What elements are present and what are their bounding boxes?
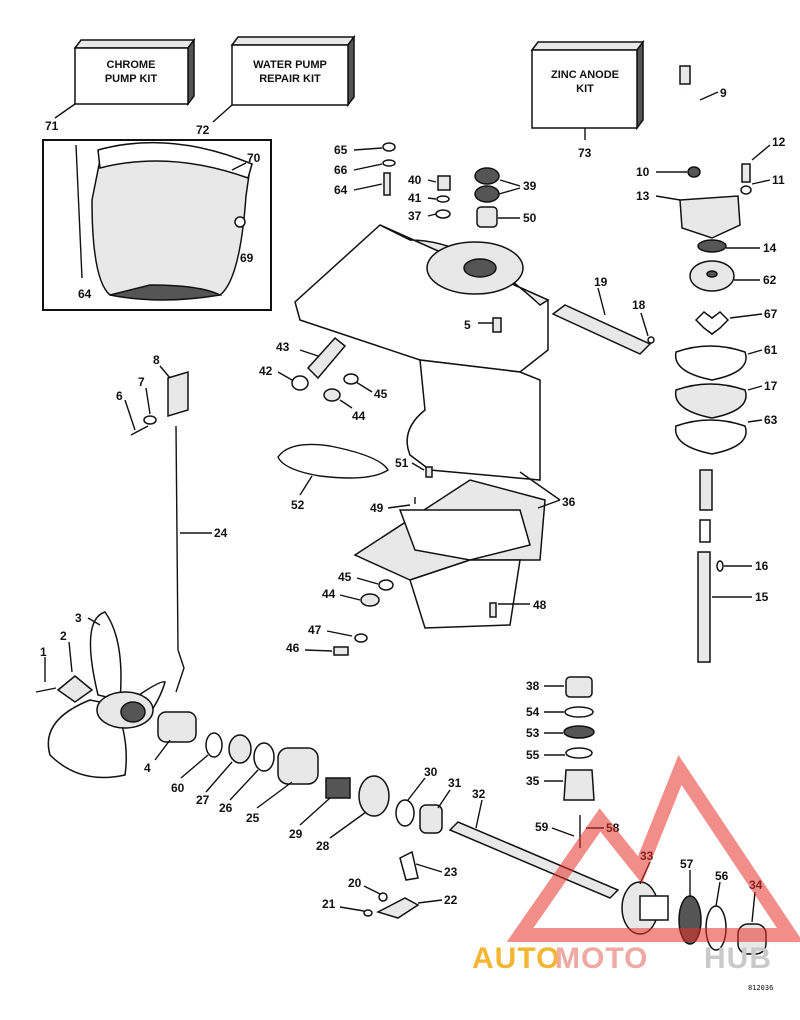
callout-62: 62 (763, 273, 777, 287)
callout-14: 14 (763, 241, 777, 255)
drawing-code: 812036 (748, 984, 773, 992)
callout-53: 53 (526, 726, 540, 740)
pinion-stack (563, 676, 595, 848)
water-pump-stack (674, 65, 752, 663)
callout-24: 24 (214, 526, 228, 540)
callout-44-upper: 44 (352, 409, 366, 423)
shift-lever (363, 850, 420, 919)
callout-60: 60 (171, 781, 185, 795)
callout-48: 48 (533, 598, 547, 612)
kit-box-chrome-pump: CHROME PUMP KIT (73, 37, 196, 107)
kit-water-pump-line1: WATER PUMP (253, 59, 327, 71)
callout-18: 18 (632, 298, 646, 312)
callout-45-lower: 45 (338, 570, 352, 584)
callout-31: 31 (448, 776, 462, 790)
watermark-hub: HUB (704, 942, 772, 975)
kit-box-water-pump: WATER PUMP REPAIR KIT (230, 34, 356, 108)
callout-40: 40 (408, 173, 422, 187)
shift-rod (130, 370, 189, 693)
parts-42-45 (291, 336, 359, 402)
callout-22: 22 (444, 893, 458, 907)
callout-23: 23 (444, 865, 458, 879)
callout-5: 5 (464, 318, 471, 332)
callout-21: 21 (322, 897, 336, 911)
callout-28: 28 (316, 839, 330, 853)
anode-plate (551, 304, 655, 355)
callout-71: 71 (45, 119, 59, 133)
callout-50: 50 (523, 211, 537, 225)
callout-73: 73 (578, 146, 592, 160)
callout-32: 32 (472, 787, 486, 801)
callout-44-lower: 44 (322, 587, 336, 601)
callout-55: 55 (526, 748, 540, 762)
callout-61: 61 (764, 343, 778, 357)
callout-12: 12 (772, 135, 786, 149)
callout-2: 2 (60, 629, 67, 643)
callout-46: 46 (286, 641, 300, 655)
gearcase-housing (294, 224, 550, 629)
kit-zinc-anode-line2: KIT (576, 83, 594, 95)
callout-36: 36 (562, 495, 576, 509)
callout-65: 65 (334, 143, 348, 157)
callout-52: 52 (291, 498, 305, 512)
small-parts-top (382, 142, 500, 228)
callout-35: 35 (526, 774, 540, 788)
propeller (35, 611, 166, 779)
callout-4: 4 (144, 761, 151, 775)
callout-37: 37 (408, 209, 422, 223)
callout-39: 39 (523, 179, 537, 193)
inset-chrome-housing (42, 139, 272, 311)
callout-69: 69 (240, 251, 254, 265)
callout-64: 64 (334, 183, 348, 197)
kit-chrome-pump-line1: CHROME (107, 59, 156, 71)
callout-17: 17 (764, 379, 778, 393)
watermark-auto: AUTO (472, 942, 560, 975)
callout-9: 9 (720, 86, 727, 100)
callout-67: 67 (764, 307, 778, 321)
callout-63: 63 (764, 413, 778, 427)
kit-water-pump-line2: REPAIR KIT (259, 73, 321, 85)
callout-6: 6 (116, 389, 123, 403)
callout-57: 57 (680, 857, 694, 871)
callout-10: 10 (636, 165, 650, 179)
callout-20: 20 (348, 876, 362, 890)
callout-8: 8 (153, 353, 160, 367)
callout-29: 29 (289, 827, 303, 841)
watermark-moto: MOTO (555, 942, 648, 975)
callout-7: 7 (138, 375, 145, 389)
callout-25: 25 (246, 811, 260, 825)
callout-43: 43 (276, 340, 290, 354)
callout-59: 59 (535, 820, 549, 834)
callout-66: 66 (334, 163, 348, 177)
callout-1: 1 (40, 645, 47, 659)
prop-shaft-parts (157, 711, 443, 834)
callout-51: 51 (395, 456, 409, 470)
callout-13: 13 (636, 189, 650, 203)
kit-box-zinc-anode: ZINC ANODE KIT (530, 39, 645, 131)
callout-41: 41 (408, 191, 422, 205)
callout-47: 47 (308, 623, 322, 637)
callout-16: 16 (755, 559, 769, 573)
callout-27: 27 (196, 793, 210, 807)
callout-70: 70 (247, 151, 261, 165)
callout-26: 26 (219, 801, 233, 815)
callout-38: 38 (526, 679, 540, 693)
watermark-logo: AUTO MOTO HUB (472, 755, 800, 975)
callout-15: 15 (755, 590, 769, 604)
callout-19: 19 (594, 275, 608, 289)
callout-54: 54 (526, 705, 540, 719)
callout-11: 11 (772, 173, 785, 187)
kit-chrome-pump-line2: PUMP KIT (105, 73, 158, 85)
callout-72: 72 (196, 123, 210, 137)
callout-45-upper: 45 (374, 387, 388, 401)
kit-zinc-anode-line1: ZINC ANODE (551, 69, 619, 81)
callout-42: 42 (259, 364, 273, 378)
callout-3: 3 (75, 611, 82, 625)
callout-30: 30 (424, 765, 438, 779)
callout-49: 49 (370, 501, 384, 515)
callout-64-inset: 64 (78, 287, 92, 301)
callout-56: 56 (715, 869, 729, 883)
